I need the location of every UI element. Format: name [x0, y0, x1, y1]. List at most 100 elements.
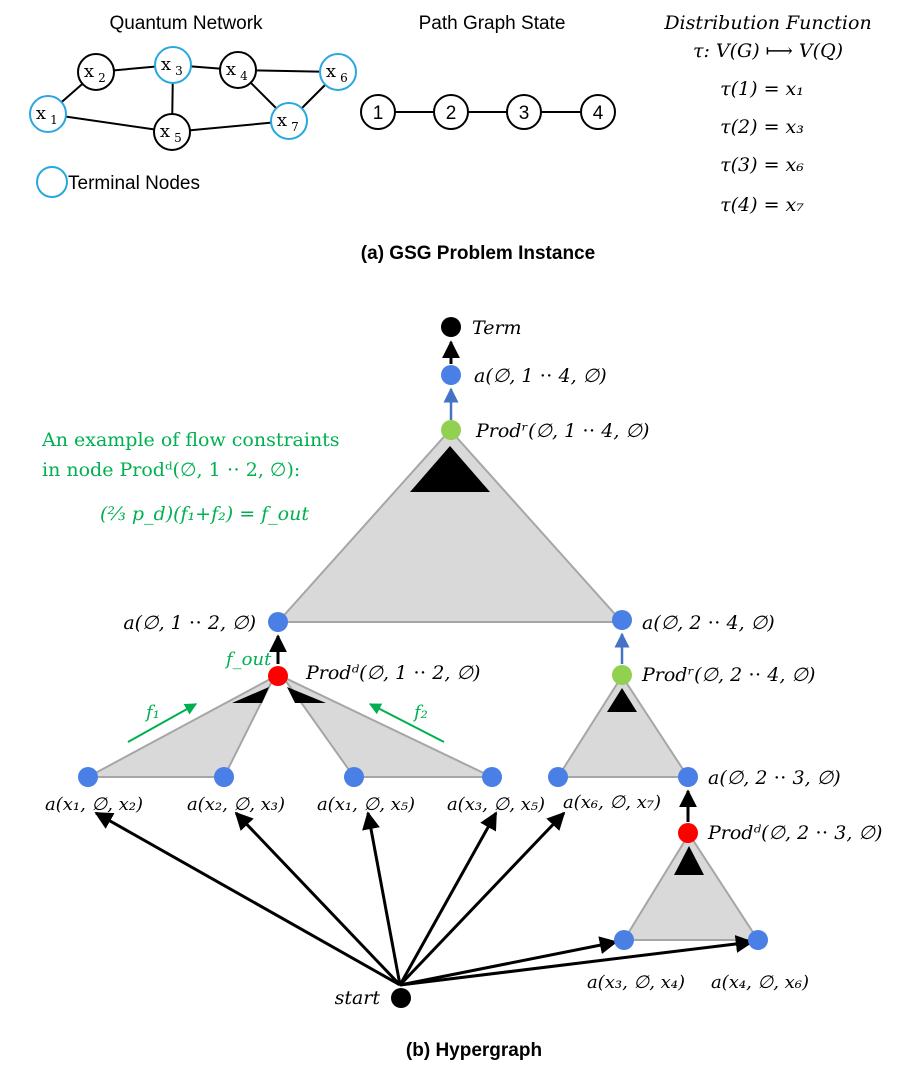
- prodd-23-label: Prodᵈ(∅, 2 ⋅⋅ 3, ∅): [707, 822, 882, 844]
- hyperedge-triangle-right: [556, 674, 690, 778]
- start-label: start: [335, 987, 381, 1009]
- svg-text:4: 4: [240, 69, 248, 83]
- hyperedge-triangle-top: [275, 428, 625, 623]
- a-x1x5-label: a(x₁, ∅, x₅): [317, 794, 415, 815]
- network-edge: [47, 113, 173, 133]
- distribution-title: Distribution Function: [663, 12, 871, 34]
- mapping-1: τ(1) = x₁: [720, 78, 804, 100]
- flow-arrow-f1: [127, 703, 198, 743]
- svg-text:1: 1: [50, 113, 58, 127]
- svg-text:x: x: [84, 61, 94, 82]
- caption-a: (a) GSG Problem Instance: [361, 243, 595, 264]
- a-x1x2-label: a(x₁, ∅, x₂): [45, 794, 143, 815]
- a-x3x4-node: [614, 930, 634, 950]
- hyperedge-triangle-left: [87, 674, 277, 778]
- network-node-x7: x 7: [270, 102, 308, 140]
- path-title: Path Graph State: [419, 13, 566, 34]
- start-arrow: [399, 935, 754, 987]
- constraint-line-2: in node Prodᵈ(∅, 1 ⋅⋅ 2, ∅):: [42, 459, 300, 481]
- start-arrow: [94, 811, 401, 987]
- path-node-1: 1: [360, 94, 396, 130]
- constraint-line-1: An example of flow constraints: [41, 429, 340, 451]
- path-node-3: 3: [506, 94, 542, 130]
- mapping-3: τ(3) = x₆: [720, 154, 804, 176]
- svg-text:x: x: [160, 121, 170, 142]
- constraint-equation: (⅔ p_d)(f₁+f₂) = f_out: [100, 503, 309, 525]
- a-x4x6-label: a(x₄, ∅, x₆): [711, 972, 809, 993]
- svg-text:3: 3: [519, 103, 530, 124]
- prodd-12-label: Prodᵈ(∅, 1 ⋅⋅ 2, ∅): [305, 662, 480, 684]
- path-node-4: 4: [580, 94, 616, 130]
- svg-text:2: 2: [446, 103, 457, 124]
- network-title: Quantum Network: [109, 13, 263, 34]
- a-x1x2-node: [78, 767, 98, 787]
- a-x1x5-node: [344, 767, 364, 787]
- svg-text:4: 4: [593, 103, 604, 124]
- term-node: [441, 317, 461, 337]
- prodr-24-label: Prodʳ(∅, 2 ⋅⋅ 4, ∅): [641, 664, 815, 686]
- network-node-x2: x 2: [77, 53, 115, 91]
- a-x6x7-node: [548, 767, 568, 787]
- network-node-x6: x 6: [319, 53, 357, 91]
- prodr-top-label: Prodʳ(∅, 1 ⋅⋅ 4, ∅): [475, 420, 649, 442]
- start-arrows: [94, 811, 754, 987]
- a-x3x5-label: a(x₃, ∅, x₅): [447, 794, 545, 815]
- svg-text:6: 6: [340, 71, 348, 85]
- svg-text:x: x: [161, 54, 171, 75]
- path-node-2: 2: [433, 94, 469, 130]
- a-12-label: a(∅, 1 ⋅⋅ 2, ∅): [123, 612, 256, 634]
- svg-text:x: x: [226, 59, 236, 80]
- terminal-legend-label: Terminal Nodes: [68, 173, 200, 194]
- start-arrow: [398, 811, 498, 986]
- f1-label: f₁: [144, 702, 160, 723]
- path-graph: 1 2 3 4: [360, 94, 616, 130]
- start-arrow: [398, 811, 566, 987]
- svg-text:x: x: [326, 61, 336, 82]
- network-edge: [171, 120, 290, 133]
- mapping-4: τ(4) = x₇: [720, 194, 804, 216]
- prodd-12-node: [268, 666, 288, 686]
- a-23-node: [678, 767, 698, 787]
- a-x2x3-label: a(x₂, ∅, x₃): [187, 794, 285, 815]
- start-arrow: [234, 811, 402, 987]
- panel-b: Term a(∅, 1 ⋅⋅ 4, ∅) Prodʳ(∅, 1 ⋅⋅ 4, ∅)…: [41, 317, 882, 1061]
- a-x3x5-node: [482, 767, 502, 787]
- caption-b: (b) Hypergraph: [406, 1040, 542, 1061]
- a-x3x4-label: a(x₃, ∅, x₄): [587, 972, 685, 993]
- prodr-24-node: [612, 665, 632, 685]
- hyperedge-marker-mid: [287, 687, 326, 703]
- svg-text:x: x: [36, 103, 46, 124]
- hyperedge-triangle-bottom: [622, 832, 760, 941]
- mapping-2: τ(2) = x₃: [720, 116, 804, 138]
- a-x6x7-label: a(x₆, ∅, x₇): [563, 792, 661, 813]
- prodr-top-node: [441, 420, 461, 440]
- prodd-23-node: [678, 823, 698, 843]
- hyperedge-marker-bottom: [674, 846, 704, 875]
- hyperedge-marker-right: [607, 688, 637, 712]
- svg-text:1: 1: [373, 103, 384, 124]
- hyperedge-triangle-mid: [279, 674, 493, 778]
- f-out-label: f_out: [224, 649, 272, 670]
- svg-text:5: 5: [174, 131, 182, 145]
- network-node-x5: x 5: [153, 113, 191, 151]
- panel-a: Quantum Network Path Graph State Distrib…: [29, 12, 872, 264]
- terminal-legend-icon: [36, 166, 68, 198]
- a-top-node: [441, 365, 461, 385]
- term-label: Term: [472, 317, 522, 339]
- network-node-x1: x 1: [29, 95, 67, 133]
- a-24-node: [612, 610, 632, 630]
- start-arrow: [399, 936, 618, 987]
- a-x4x6-node: [748, 930, 768, 950]
- start-node: [391, 988, 411, 1008]
- a-24-label: a(∅, 2 ⋅⋅ 4, ∅): [642, 612, 775, 634]
- flow-arrow-f2: [368, 703, 445, 743]
- network-node-x3: x 3: [154, 46, 192, 84]
- svg-text:7: 7: [291, 120, 299, 134]
- svg-text:x: x: [277, 110, 287, 131]
- a-12-node: [268, 612, 288, 632]
- a-23-label: a(∅, 2 ⋅⋅ 3, ∅): [708, 767, 841, 789]
- start-arrow: [362, 811, 402, 986]
- f2-label: f₂: [412, 702, 428, 723]
- distribution-map: τ: V(G) ⟼ V(Q): [693, 40, 843, 62]
